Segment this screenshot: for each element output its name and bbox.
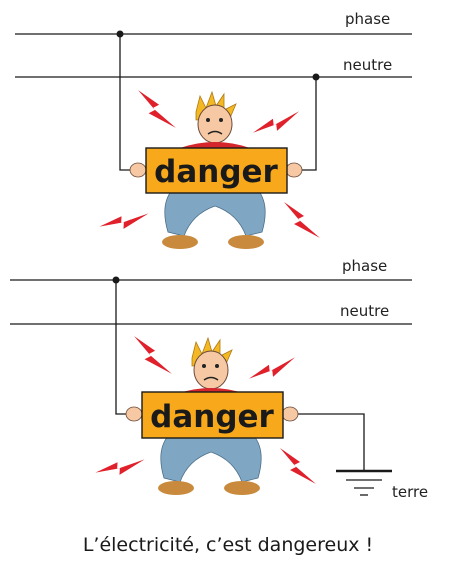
right-shoe — [224, 481, 260, 495]
left-shoe — [162, 235, 198, 249]
pants — [160, 435, 262, 483]
ground-symbol-icon — [336, 469, 392, 496]
head — [193, 350, 229, 390]
neutral-drop-wire-top — [298, 77, 317, 171]
neutral-label-top: neutre — [343, 56, 392, 74]
danger-sign-text: danger — [150, 399, 274, 435]
bottom-panel: phase neutre terre — [10, 257, 428, 501]
right-shoe — [228, 235, 264, 249]
lightning-bolt-icon — [95, 441, 145, 491]
neutral-label-bottom: neutre — [340, 302, 389, 320]
lightning-bolt-icon — [280, 448, 316, 484]
phase-label-top: phase — [345, 10, 390, 28]
pants — [164, 189, 266, 237]
left-shoe — [158, 481, 194, 495]
danger-sign — [141, 391, 284, 439]
head — [197, 104, 233, 144]
phase-label-bottom: phase — [342, 257, 387, 275]
danger-sign — [145, 147, 288, 194]
phase-drop-wire-top — [119, 34, 134, 171]
ground-wire — [298, 413, 365, 470]
lightning-bolt-icon — [248, 344, 296, 392]
lightning-bolt-icon — [284, 202, 320, 238]
lightning-bolt-icon — [138, 90, 176, 128]
caption: L’électricité, c’est dangereux ! — [82, 534, 374, 556]
ground-label: terre — [392, 483, 428, 501]
danger-sign-text: danger — [154, 154, 278, 190]
phase-drop-wire-bottom — [115, 280, 130, 415]
lightning-bolt-icon — [99, 195, 149, 245]
lightning-bolt-icon — [134, 336, 172, 374]
lightning-bolt-icon — [252, 98, 300, 146]
top-panel: phase neutre — [15, 10, 412, 249]
